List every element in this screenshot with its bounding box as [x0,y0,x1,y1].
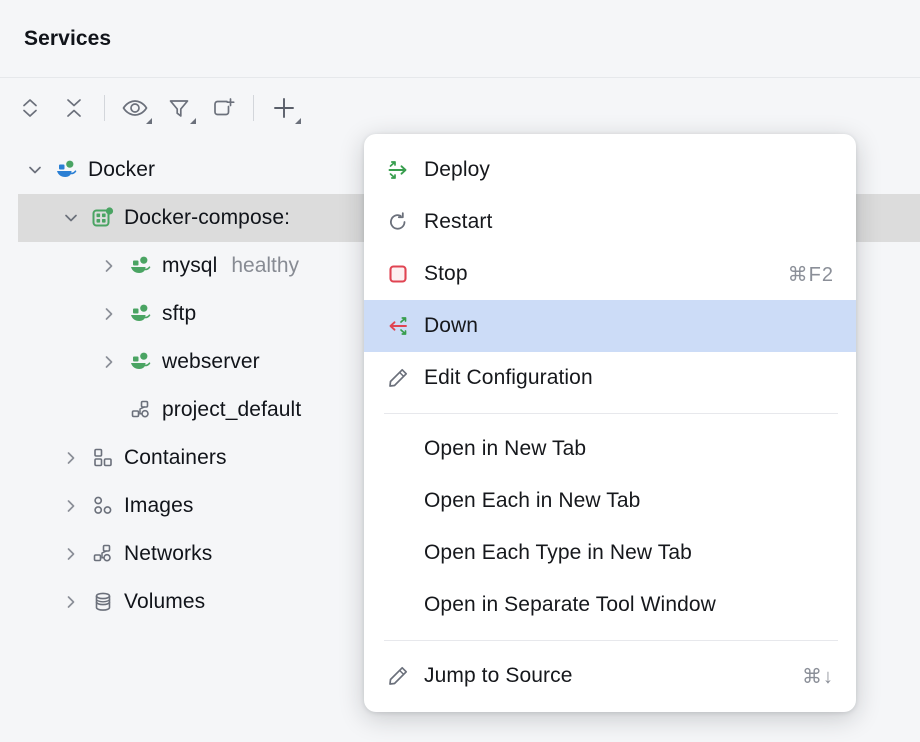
pencil-icon [380,664,416,688]
expand-all-icon[interactable] [8,86,52,130]
menu-item-label: Open in New Tab [424,437,587,460]
menu-item-open-each-type-in-new-tab[interactable]: Open Each Type in New Tab [364,527,856,579]
menu-item-open-each-in-new-tab[interactable]: Open Each in New Tab [364,475,856,527]
menu-item-shortcut: ⌘F2 [787,263,834,286]
dropdown-arrow-icon [146,118,152,124]
tree-row[interactable]: Networks [0,530,920,578]
menu-item-stop[interactable]: Stop ⌘F2 [364,248,856,300]
tree-row[interactable]: Volumes [0,578,920,626]
tree-row[interactable]: mysql healthy [0,242,920,290]
menu-item-restart[interactable]: Restart [364,196,856,248]
chevron-right-icon[interactable] [54,497,88,515]
pencil-icon [380,366,416,390]
menu-item-label: Jump to Source [424,664,573,687]
images-icon [88,494,118,518]
toolbar-separator [104,95,105,121]
stop-icon [380,262,416,286]
docker-service-icon [126,254,156,278]
menu-item-edit-configuration[interactable]: Edit Configuration [364,352,856,404]
menu-separator [384,640,838,641]
down-icon [380,314,416,338]
tree-row[interactable]: Containers [0,434,920,482]
docker-service-icon [126,350,156,374]
menu-separator [384,413,838,414]
chevron-right-icon[interactable] [92,305,126,323]
menu-item-label: Edit Configuration [424,366,593,389]
containers-icon [88,446,118,470]
chevron-right-icon[interactable] [54,545,88,563]
plus-icon[interactable] [262,86,306,130]
dropdown-arrow-icon [190,118,196,124]
tree-item-label: Networks [124,542,213,565]
network-icon [88,542,118,566]
restart-icon [380,210,416,234]
chevron-right-icon[interactable] [92,257,126,275]
menu-item-label: Open Each in New Tab [424,489,641,512]
compose-icon [88,206,118,230]
open-in-new-tab-icon[interactable] [201,86,245,130]
toolbar-separator [253,95,254,121]
docker-whale-icon [52,158,82,182]
chevron-right-icon[interactable] [54,593,88,611]
tree-row[interactable]: Docker [0,146,920,194]
tree-item-label: Volumes [124,590,206,613]
chevron-down-icon[interactable] [18,161,52,179]
collapse-all-icon[interactable] [52,86,96,130]
tree-item-label: Containers [124,446,227,469]
page-title: Services [24,26,112,50]
tree-item-label: project_default [162,398,302,421]
deploy-icon [380,158,416,182]
menu-item-label: Deploy [424,158,490,181]
menu-item-label: Restart [424,210,493,233]
status-badge: healthy [231,254,300,277]
menu-item-label: Down [424,314,479,337]
filter-icon[interactable] [157,86,201,130]
volumes-icon [88,590,118,614]
tree-item-label: Images [124,494,194,517]
chevron-right-icon[interactable] [54,449,88,467]
docker-service-icon [126,302,156,326]
tree-row[interactable]: sftp [0,290,920,338]
dropdown-arrow-icon [295,118,301,124]
tool-window-header: Services [0,0,920,78]
menu-item-jump-to-source[interactable]: Jump to Source ⌘↓ [364,650,856,702]
menu-item-shortcut: ⌘↓ [802,665,834,688]
menu-item-label: Stop [424,262,468,285]
tree-row[interactable]: webserver [0,338,920,386]
context-menu: Deploy Restart Stop ⌘F2 [364,134,856,712]
network-icon [126,398,156,422]
tree-item-label: webserver [162,350,260,373]
eye-icon[interactable] [113,86,157,130]
menu-item-open-in-new-tab[interactable]: Open in New Tab [364,423,856,475]
chevron-down-icon[interactable] [54,209,88,227]
tree-item-label: mysql [162,254,218,277]
tree-item-label: Docker [88,158,156,181]
tree-item-label: Docker-compose: [124,206,291,229]
toolbar [0,78,920,138]
tree-row[interactable]: Images [0,482,920,530]
menu-item-open-in-separate-tool-window[interactable]: Open in Separate Tool Window [364,579,856,631]
chevron-right-icon[interactable] [92,353,126,371]
menu-item-down[interactable]: Down [364,300,856,352]
menu-item-deploy[interactable]: Deploy [364,144,856,196]
menu-item-label: Open Each Type in New Tab [424,541,692,564]
tree-item-label: sftp [162,302,197,325]
menu-item-label: Open in Separate Tool Window [424,593,716,616]
tree-row[interactable]: project_default [0,386,920,434]
